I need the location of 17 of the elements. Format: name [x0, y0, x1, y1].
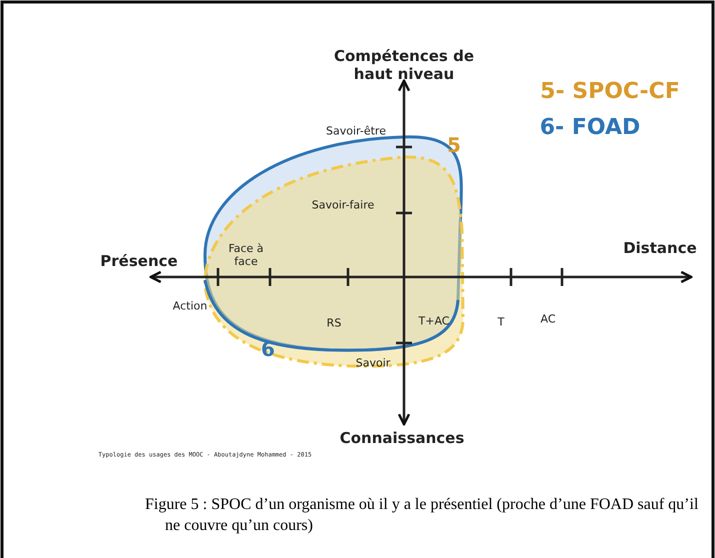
- axis-label: T: [498, 315, 504, 329]
- axis-label: RS: [326, 316, 342, 330]
- figure-caption: Figure 5 : SPOC d’un organisme où il y a le présentiel (proche d’une FOAD sauf qu’il ne couvre qu’un cours): [145, 495, 700, 536]
- axis-label: Savoir: [356, 356, 390, 370]
- legend-text: 5- SPOC-CF: [540, 78, 680, 106]
- region-number: 5: [447, 133, 461, 157]
- axis-label: Savoir-être: [326, 124, 386, 138]
- axis-label: Face à face: [227, 242, 265, 268]
- axis-title: Présence: [100, 252, 178, 270]
- legend-text: 6- FOAD: [540, 114, 640, 142]
- axis-label: AC: [540, 312, 556, 326]
- axis-title: Compétences de haut niveau: [332, 47, 475, 83]
- axis-label: T+AC: [418, 314, 450, 328]
- axis-label: Savoir-faire: [312, 198, 374, 212]
- axis-label: Action: [172, 299, 208, 313]
- axis-title: Distance: [623, 239, 697, 257]
- axis-title: Connaissances: [340, 429, 464, 447]
